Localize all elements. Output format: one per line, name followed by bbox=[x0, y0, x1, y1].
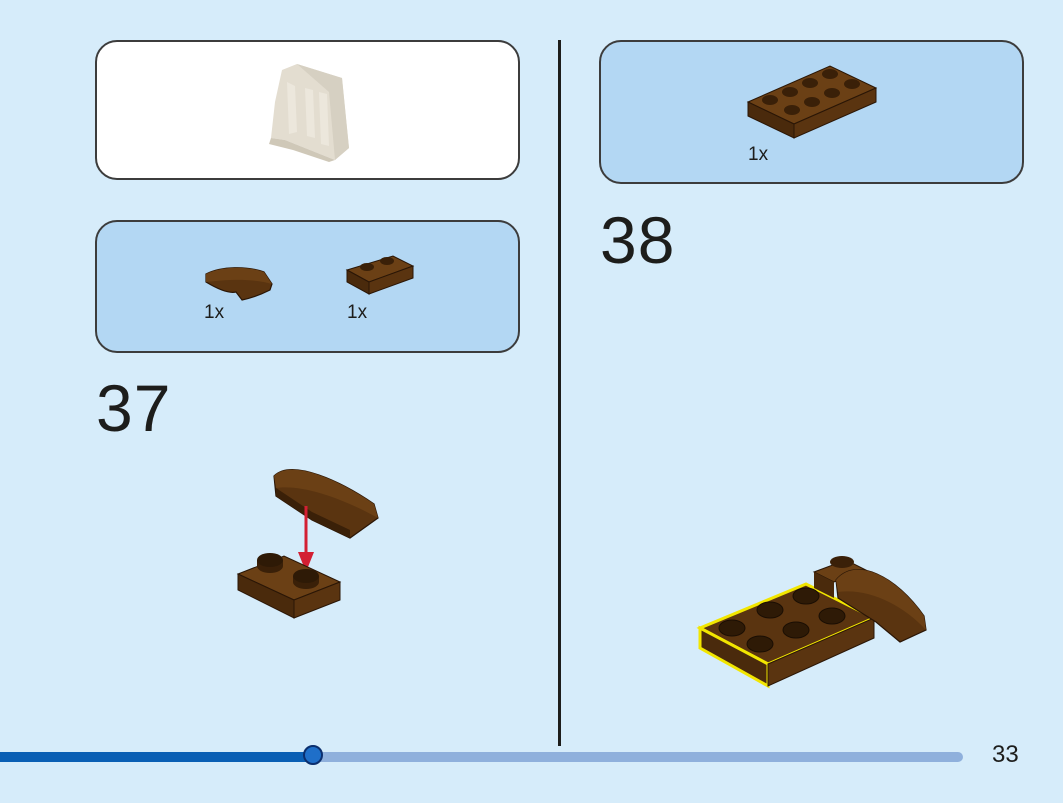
progress-fill bbox=[0, 752, 313, 762]
step-38-assembly-illustration bbox=[696, 556, 927, 689]
page-divider bbox=[558, 40, 561, 746]
step-37-assembly-illustration bbox=[236, 469, 379, 619]
sub-assembly-faded-model bbox=[269, 64, 349, 162]
step-38-parts-panel: 1x bbox=[599, 40, 1024, 184]
progress-handle[interactable] bbox=[303, 745, 323, 765]
step-number-38: 38 bbox=[600, 203, 676, 277]
sub-assembly-panel bbox=[95, 40, 520, 180]
step-37-parts-panel: 1x 1x bbox=[95, 220, 520, 353]
page-number: 33 bbox=[992, 741, 1019, 768]
plate-2x4-part-icon bbox=[746, 65, 878, 139]
part-quantity: 1x bbox=[748, 144, 769, 165]
plate-1x2-part-icon bbox=[345, 255, 415, 295]
curved-slope-part-icon bbox=[205, 267, 273, 301]
part-quantity: 1x bbox=[204, 302, 225, 323]
part-quantity: 1x bbox=[347, 302, 368, 323]
step-number-37: 37 bbox=[96, 371, 172, 445]
progress-track bbox=[0, 752, 963, 762]
